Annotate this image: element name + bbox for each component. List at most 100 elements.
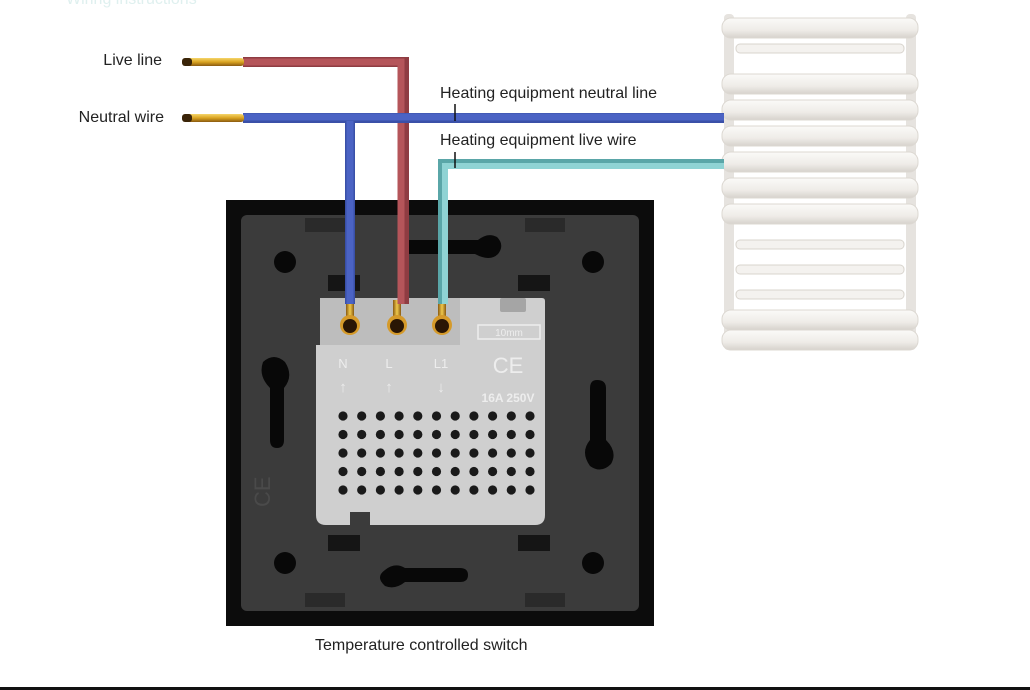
neutral-wire-label: Neutral wire	[78, 109, 164, 126]
rating-text: 16A 250V	[482, 391, 535, 405]
screw-hole	[582, 251, 604, 273]
heating-live-wire	[442, 163, 724, 304]
radiator	[721, 14, 919, 351]
live-line-label: Live line	[103, 52, 162, 69]
terminal-label-l1: L1	[434, 356, 448, 371]
vent-hole	[506, 411, 516, 421]
vent-hole	[357, 411, 367, 421]
latch-top-right	[518, 275, 550, 291]
vent-hole	[338, 429, 348, 440]
vent-hole	[525, 429, 535, 440]
vent-hole	[375, 429, 385, 440]
cutoff-title: Wiring instructions	[66, 0, 197, 9]
terminal-hole	[343, 319, 357, 333]
vent-hole	[431, 466, 442, 477]
terminal-copper	[346, 300, 354, 322]
vent-hole	[450, 466, 460, 477]
keyhole-slot-left	[261, 357, 290, 448]
vent-hole	[338, 448, 348, 458]
heating-neutral-label: Heating equipment neutral line	[440, 85, 658, 102]
vent-hole	[394, 485, 404, 495]
vent-hole	[431, 411, 442, 421]
terminal-hole	[435, 319, 449, 333]
latch-top-left	[328, 275, 360, 291]
keyhole-slot-bottom	[380, 565, 468, 588]
strip-length-text: 10mm	[495, 328, 523, 339]
ce-mark: CE	[493, 353, 524, 378]
radiator-bar	[721, 203, 919, 225]
arrow-l1-icon: ↓	[437, 379, 445, 396]
latch-bottom-left	[328, 535, 360, 551]
strip-length-box	[477, 324, 541, 340]
radiator-bar	[721, 177, 919, 199]
arrow-l-icon: ↑	[385, 379, 393, 396]
vent-hole	[413, 411, 423, 421]
vent-hole	[488, 485, 498, 495]
vent-hole	[375, 411, 385, 421]
latch-bottom-right	[518, 535, 550, 551]
module-notch	[500, 298, 526, 312]
vent-hole	[357, 448, 367, 458]
heating-live-label: Heating equipment live wire	[440, 132, 637, 149]
vent-hole	[394, 466, 404, 477]
clip-top-right	[525, 218, 565, 232]
radiator-thin-bar	[735, 43, 905, 54]
live-copper-end	[186, 58, 244, 66]
vent-hole	[431, 485, 442, 495]
wires	[182, 57, 724, 304]
terminal-copper	[438, 300, 446, 322]
radiator-thin-bar	[735, 264, 905, 275]
keyhole-slot-right	[585, 380, 614, 470]
vent-grid	[338, 411, 535, 495]
vent-hole	[469, 429, 479, 440]
vent-hole	[375, 448, 385, 458]
radiator-thin-bar	[735, 289, 905, 300]
screw-hole	[274, 251, 296, 273]
arrow-n-icon: ↑	[339, 379, 347, 396]
clip-top-left	[305, 218, 345, 232]
terminal-copper	[393, 300, 401, 322]
vent-hole	[506, 485, 516, 495]
vent-hole	[525, 485, 535, 495]
plate-ce-mark: CE	[250, 476, 275, 507]
radiator-bar	[721, 73, 919, 95]
vent-hole	[450, 429, 460, 440]
vent-hole	[450, 485, 460, 495]
radiator-bar	[721, 99, 919, 121]
vent-hole	[413, 466, 423, 477]
vent-hole	[525, 448, 535, 458]
bottom-divider	[0, 687, 1030, 690]
vent-hole	[338, 485, 348, 495]
vent-hole	[450, 411, 460, 421]
vent-hole	[469, 411, 479, 421]
radiator-bar	[721, 151, 919, 173]
radiator-bar	[721, 309, 919, 331]
vent-hole	[469, 448, 479, 458]
vent-hole	[413, 485, 423, 495]
vent-hole	[469, 466, 479, 477]
radiator-bar	[721, 17, 919, 39]
clip-bottom-left	[305, 593, 345, 607]
terminal-hole	[390, 319, 404, 333]
vent-hole	[357, 429, 367, 440]
vent-hole	[375, 485, 385, 495]
vent-hole	[506, 429, 516, 440]
live-wire	[243, 58, 405, 304]
vent-hole	[394, 429, 404, 440]
radiator-thin-bar	[735, 239, 905, 250]
vent-hole	[357, 485, 367, 495]
vent-hole	[338, 411, 348, 421]
vent-hole	[488, 429, 498, 440]
vent-hole	[525, 466, 535, 477]
terminal-label-n: N	[338, 356, 347, 371]
vent-hole	[375, 466, 385, 477]
vent-hole	[450, 448, 460, 458]
vent-hole	[525, 411, 535, 421]
thermostat-module: 10mm N L L1 ↑ ↑ ↓ CE 16A 250V	[316, 298, 545, 525]
screw-hole	[274, 552, 296, 574]
terminal-label-l: L	[385, 356, 392, 371]
vent-hole	[413, 429, 423, 440]
vent-hole	[469, 485, 479, 495]
vent-hole	[506, 466, 516, 477]
